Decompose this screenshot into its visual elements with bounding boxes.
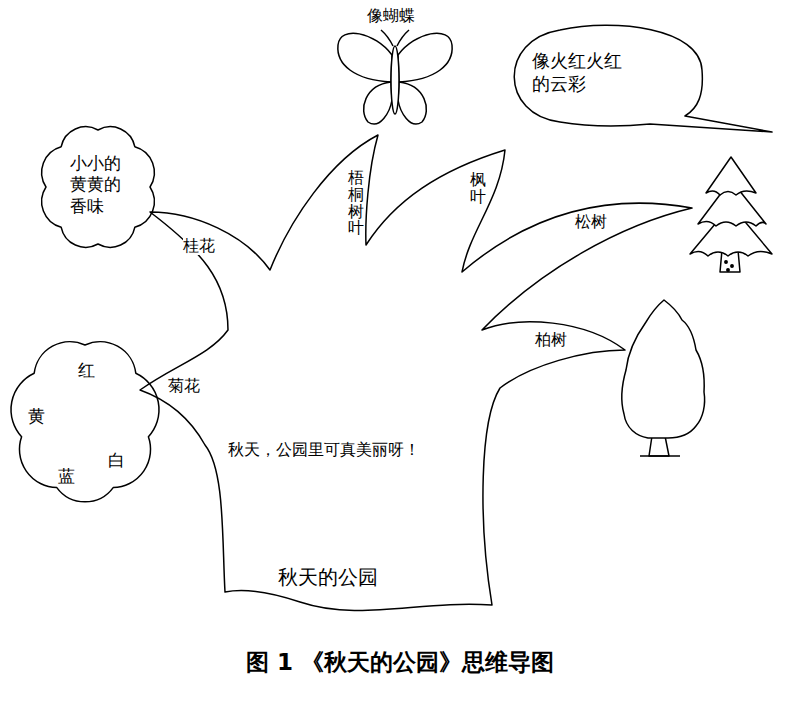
branch-label: 松树 [575,214,607,231]
outline-stroke [11,342,159,502]
butterfly-node: 像蝴蝶 [330,2,460,135]
branch-label: 桂花 [183,238,215,255]
pine-tree [690,157,772,272]
cloud-text: 小小的 黄黄的 香味 [70,153,126,217]
flower-cloud: 红黄白蓝 [8,335,173,510]
color-word: 蓝 [58,466,75,487]
tree-sentence: 秋天，公园里可真美丽呀！ [228,440,420,460]
tree-title: 秋天的公园 [278,565,378,590]
color-word: 白 [108,450,125,471]
branch-label: 梧桐树叶 [348,170,364,237]
outline-stroke [398,33,452,82]
outline-stroke [514,25,772,132]
figure-caption: 图 1 《秋天的公园》思维导图 [0,648,800,677]
butterfly-body [391,46,399,114]
branch-label: 枫叶 [470,172,486,206]
tree-outline-shape [135,125,710,620]
outline-stroke [338,33,392,82]
branch-label: 菊花 [168,378,200,395]
outline-stroke [364,82,392,124]
speech-bubble: 像火红火红 的云彩 [495,15,780,140]
color-word: 黄 [28,406,45,427]
cypress-tree [622,300,705,456]
bubble-text: 像火红火红 的云彩 [532,50,627,95]
outline-stroke [140,135,692,611]
outline-stroke [397,30,409,46]
outline-stroke [398,82,426,124]
outline-stroke [381,30,393,46]
branch-label: 柏树 [535,332,567,349]
butterfly-heading: 像蝴蝶 [367,6,415,26]
outline-stroke [42,127,155,247]
color-word: 红 [78,360,95,381]
tree-outline: 秋天，公园里可真美丽呀！ 秋天的公园 [135,125,710,620]
cloud-bubble: 小小的 黄黄的 香味 [30,118,170,258]
